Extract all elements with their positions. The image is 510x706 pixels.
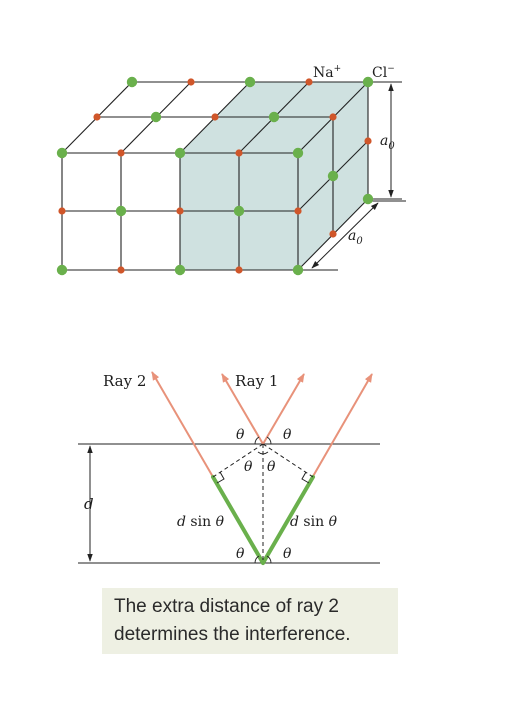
angle-arcs xyxy=(254,436,272,564)
ray-1-reflected xyxy=(262,373,305,445)
theta-below-right: θ xyxy=(267,459,276,475)
sodium-ion xyxy=(329,230,337,238)
chloride-ion xyxy=(174,147,186,159)
chloride-ion xyxy=(362,76,374,88)
sodium-ion xyxy=(117,266,125,274)
chloride-ion xyxy=(233,205,245,217)
theta-reflected-bottom: θ xyxy=(283,546,292,562)
chloride-ion xyxy=(292,147,304,159)
extra-path-right-label: d sin θ xyxy=(290,514,338,530)
chloride-ion xyxy=(244,76,256,88)
caption-line-1: The extra distance of ray 2 xyxy=(114,596,339,617)
chloride-ion xyxy=(126,76,138,88)
ion-dots xyxy=(56,76,374,276)
spacing-d-label: d xyxy=(84,495,94,513)
sodium-ion xyxy=(329,113,337,121)
chloride-ion xyxy=(174,264,186,276)
extra-path-right xyxy=(261,475,315,565)
a0-vertical-label: a0 xyxy=(380,133,395,152)
theta-incident-top: θ xyxy=(236,427,245,443)
theta-reflected-top: θ xyxy=(283,427,292,443)
right-angle-marks xyxy=(216,471,310,484)
sodium-ion xyxy=(364,137,372,145)
sodium-ion xyxy=(211,113,219,121)
theta-incident-bottom: θ xyxy=(236,546,245,562)
sodium-ion xyxy=(58,207,66,215)
chloride-ion xyxy=(115,205,127,217)
chloride-ion xyxy=(56,264,68,276)
sodium-ion xyxy=(305,78,313,86)
sodium-ion xyxy=(235,149,243,157)
rays xyxy=(151,371,373,564)
construction-lines xyxy=(212,443,314,563)
extra-path-left xyxy=(211,475,265,565)
sodium-ion xyxy=(187,78,195,86)
a0-dimension-lines xyxy=(301,81,406,271)
chloride-ion xyxy=(56,147,68,159)
chloride-ion xyxy=(268,111,280,123)
chloride-ion xyxy=(150,111,162,123)
sodium-ion-label: Na+ xyxy=(313,64,341,81)
caption-line-2: determines the interference. xyxy=(114,624,351,645)
chloride-ion-label: Cl− xyxy=(372,64,395,81)
sodium-ion xyxy=(117,149,125,157)
sodium-ion xyxy=(176,207,184,215)
chloride-ion xyxy=(327,170,339,182)
bragg-reflection-diagram: d Ray 2 Ray 1 θ θ θ θ θ θ d sin θ d sin … xyxy=(78,371,380,565)
extra-path-left-label: d sin θ xyxy=(177,514,225,530)
sodium-ion xyxy=(93,113,101,121)
sodium-ion xyxy=(294,207,302,215)
a0-diagonal-label: a0 xyxy=(348,228,363,247)
sodium-ion xyxy=(235,266,243,274)
nacl-crystal-lattice: Na+ Cl− a0 a0 xyxy=(56,64,406,276)
extra-path-segments xyxy=(211,475,315,565)
chloride-ion xyxy=(292,264,304,276)
theta-below-left: θ xyxy=(244,459,253,475)
ray-1-incident xyxy=(221,373,264,445)
caption-box: The extra distance of ray 2 determines t… xyxy=(102,588,398,654)
ray-1-label: Ray 1 xyxy=(235,372,278,390)
chloride-ion xyxy=(362,193,374,205)
ray-2-label: Ray 2 xyxy=(103,372,146,390)
